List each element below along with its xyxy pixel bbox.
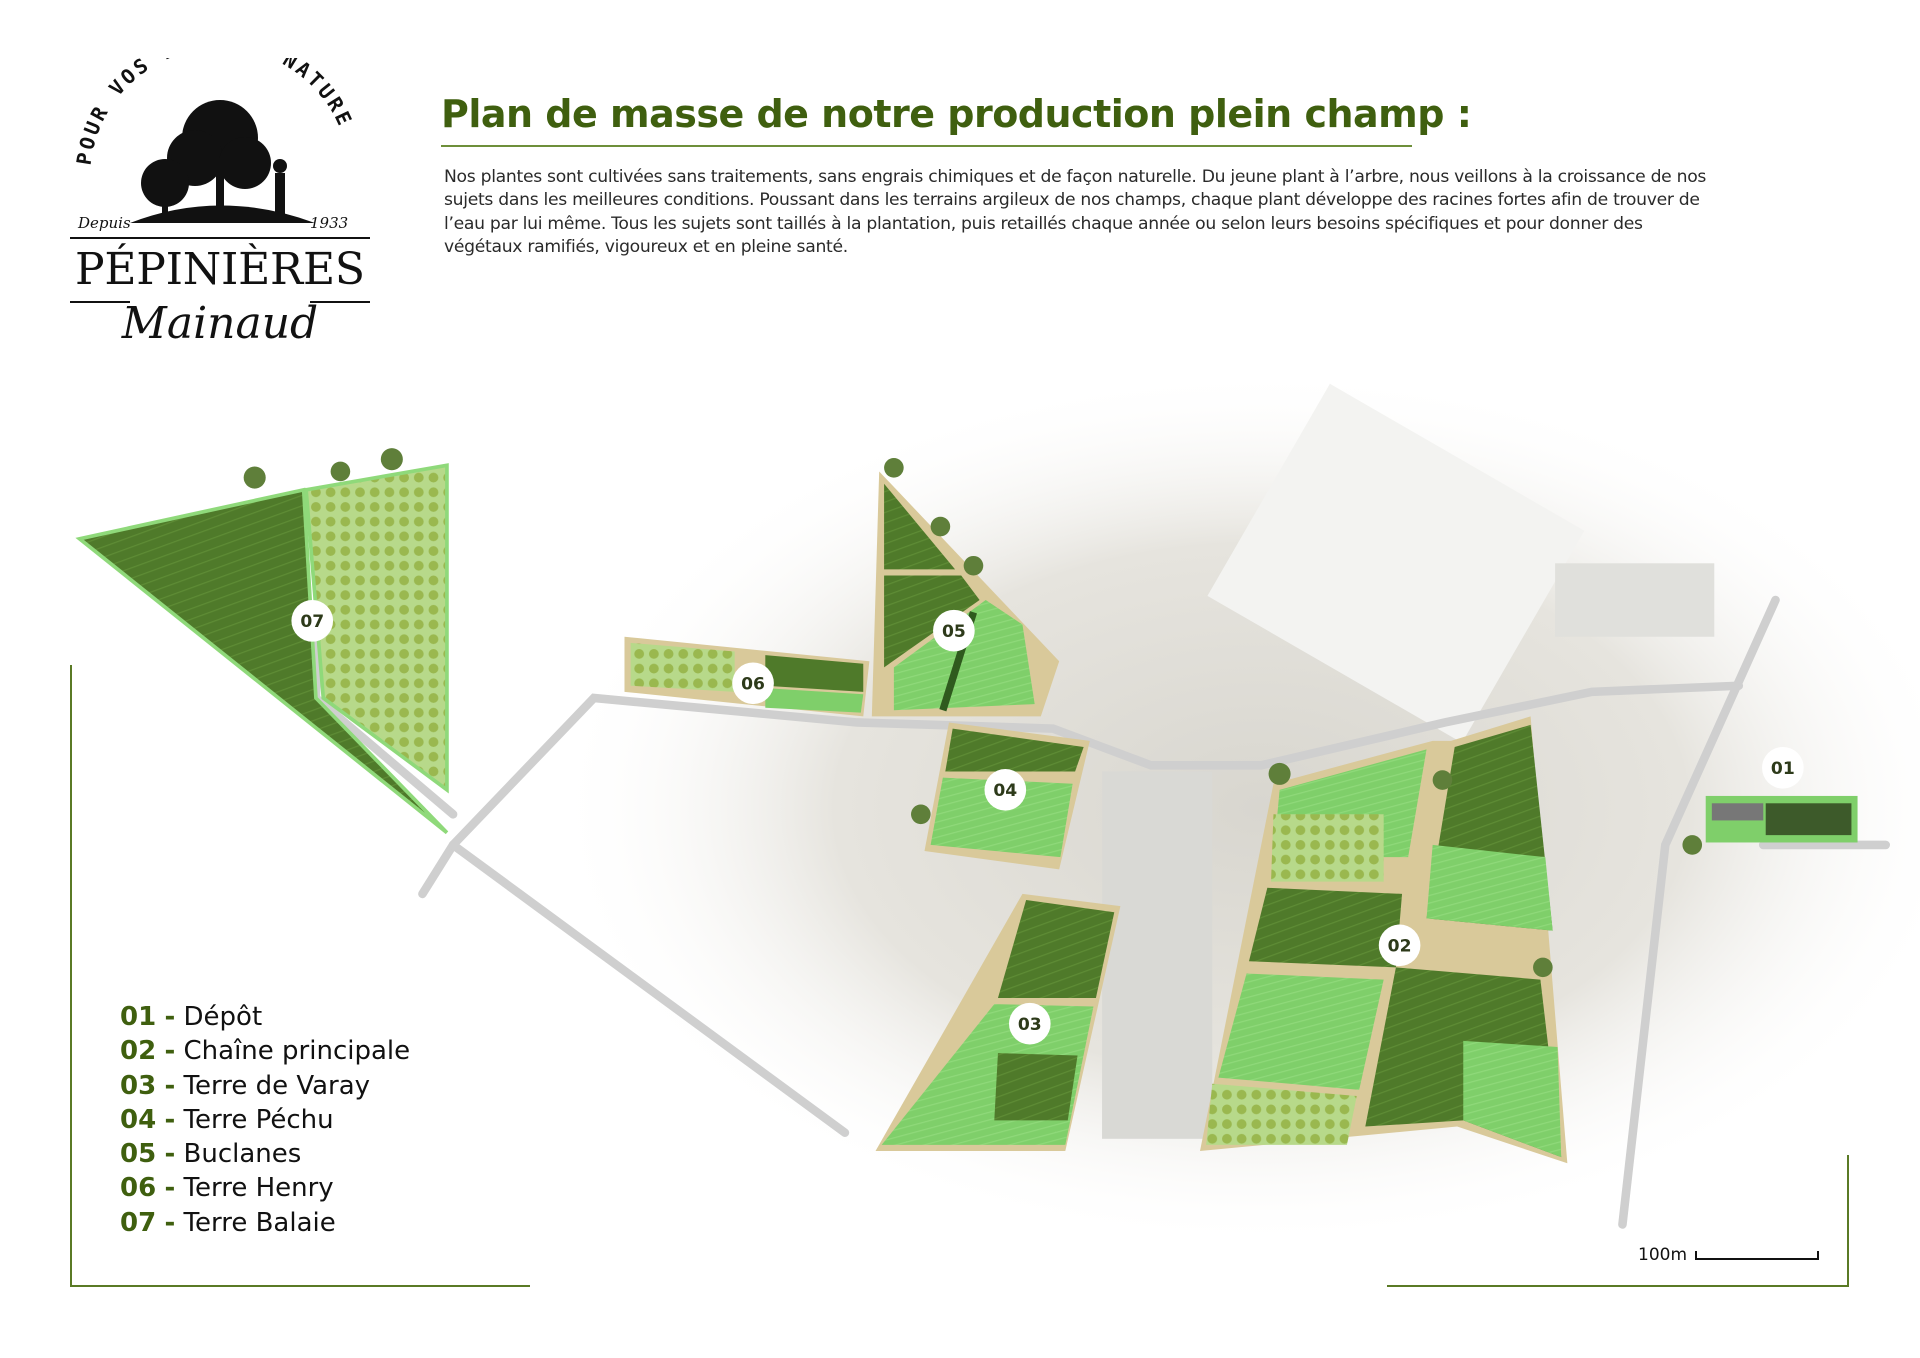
marker-circle bbox=[1762, 746, 1804, 789]
marker-circle bbox=[984, 769, 1027, 811]
logo-since: Depuis bbox=[77, 214, 131, 232]
legend-num: 03 bbox=[120, 1070, 157, 1101]
frame-bottom-right-border bbox=[1387, 1285, 1849, 1287]
legend-item: 07 - Terre Balaie bbox=[120, 1206, 410, 1240]
marker-label: 01 bbox=[1771, 759, 1795, 779]
marker-circle bbox=[291, 600, 334, 642]
legend-label: Buclanes bbox=[183, 1139, 302, 1170]
legend-num: 06 bbox=[120, 1173, 157, 1204]
legend-sep: - bbox=[164, 1070, 176, 1101]
field-01-depot bbox=[1705, 795, 1858, 843]
legend-sep: - bbox=[164, 1104, 176, 1135]
page-title: Plan de masse de notre production plein … bbox=[441, 92, 1472, 136]
marker-circle bbox=[1008, 1002, 1051, 1045]
legend-item: 06 - Terre Henry bbox=[120, 1171, 410, 1205]
legend-sep: - bbox=[164, 1139, 176, 1170]
map-marker-06: 06 bbox=[732, 662, 774, 705]
legend-item: 05 - Buclanes bbox=[120, 1137, 410, 1171]
logo-name: PÉPINIÈRES bbox=[75, 242, 365, 295]
legend-sep: - bbox=[164, 1173, 176, 1204]
building bbox=[1555, 563, 1715, 637]
legend-label: Terre Péchu bbox=[183, 1104, 334, 1135]
title-underline bbox=[441, 145, 1412, 147]
marker-circle bbox=[933, 609, 975, 652]
map-marker-03: 03 bbox=[1008, 1002, 1051, 1045]
legend-sep: - bbox=[164, 1002, 176, 1032]
scale-bar-line bbox=[1695, 1250, 1820, 1260]
intro-paragraph: Nos plantes sont cultivées sans traiteme… bbox=[444, 167, 1707, 258]
frame-right-border bbox=[1847, 1155, 1849, 1287]
tree-silhouette-icon bbox=[130, 100, 315, 223]
map-marker-02: 02 bbox=[1378, 924, 1421, 967]
bare-field bbox=[1102, 771, 1213, 1139]
legend-num: 01 bbox=[120, 1002, 157, 1032]
marker-label: 05 bbox=[942, 622, 966, 642]
logo-year: 1933 bbox=[310, 214, 348, 232]
legend-num: 02 bbox=[120, 1036, 157, 1067]
map-marker-04: 04 bbox=[984, 769, 1027, 811]
legend-label: Dépôt bbox=[183, 1002, 263, 1032]
warehouse-building bbox=[1207, 383, 1585, 743]
field-05-buclanes bbox=[871, 471, 1060, 717]
legend-num: 05 bbox=[120, 1139, 157, 1170]
map-marker-01: 01 bbox=[1762, 746, 1804, 789]
marker-label: 03 bbox=[1018, 1015, 1042, 1035]
scale-bar: 100m bbox=[1638, 1245, 1820, 1265]
map-marker-05: 05 bbox=[933, 609, 975, 652]
marker-circle bbox=[1378, 924, 1421, 967]
nursery-logo: POUR VOS PROJETS NATURE Depuis 1933 PÉPI… bbox=[70, 58, 370, 349]
map-marker-07: 07 bbox=[291, 600, 334, 642]
legend-item: 04 - Terre Péchu bbox=[120, 1103, 410, 1137]
marker-circle bbox=[732, 662, 774, 705]
marker-label: 07 bbox=[300, 612, 324, 632]
legend-item: 03 - Terre de Varay bbox=[120, 1069, 410, 1103]
legend-num: 04 bbox=[120, 1104, 157, 1135]
field-04-terre-pechu bbox=[924, 722, 1090, 870]
marker-label: 04 bbox=[993, 781, 1017, 801]
legend-sep: - bbox=[164, 1036, 176, 1067]
marker-label: 06 bbox=[741, 674, 765, 694]
logo-script-name: Mainaud bbox=[121, 298, 318, 349]
legend-label: Terre de Varay bbox=[183, 1070, 371, 1101]
frame-left-border bbox=[70, 665, 72, 1287]
field-07-terre-balaie bbox=[75, 463, 449, 835]
legend-label: Terre Balaie bbox=[183, 1207, 336, 1238]
frame-bottom-left-border bbox=[70, 1285, 530, 1287]
scale-label: 100m bbox=[1638, 1245, 1688, 1265]
tree-clusters bbox=[243, 448, 1703, 978]
legend-sep: - bbox=[164, 1207, 176, 1238]
legend-item: 01 - Dépôt bbox=[120, 1000, 410, 1034]
legend-label: Chaîne principale bbox=[183, 1036, 411, 1067]
legend: 01 - Dépôt 02 - Chaîne principale 03 - T… bbox=[120, 1000, 410, 1240]
legend-label: Terre Henry bbox=[183, 1173, 334, 1204]
marker-label: 02 bbox=[1388, 936, 1412, 956]
legend-num: 07 bbox=[120, 1207, 157, 1238]
legend-item: 02 - Chaîne principale bbox=[120, 1034, 410, 1068]
